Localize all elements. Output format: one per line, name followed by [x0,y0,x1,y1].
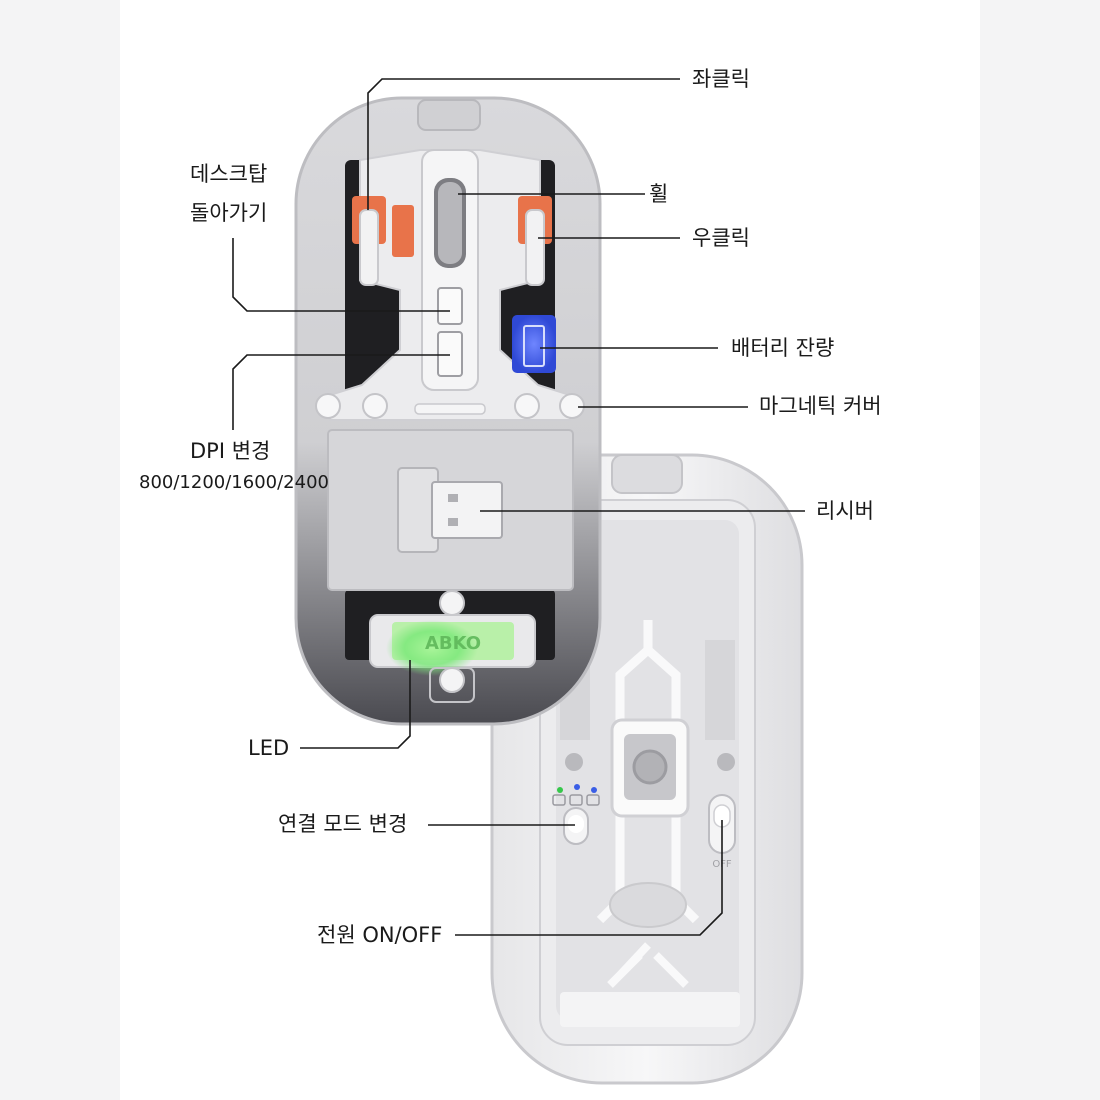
callout-lines [232,78,805,936]
label-connection-mode: 연결 모드 변경 [278,812,408,836]
label-desktop-line2: 돌아가기 [190,201,268,225]
callout-dpi [232,354,450,430]
label-magnetic-cover: 마그네틱 커버 [759,394,882,418]
label-power: 전원 ON/OFF [317,923,443,947]
label-dpi-values: 800/1200/1600/2400 [139,472,329,493]
label-right-click: 우클릭 [692,226,750,250]
callout-desktop [232,238,450,312]
callout-power [455,820,723,936]
label-battery: 배터리 잔량 [731,336,835,360]
label-dpi-title: DPI 변경 [190,439,271,463]
label-left-click: 좌클릭 [692,67,750,91]
mouse-top-view: ABKO [294,96,602,726]
callout-led [300,660,411,749]
label-receiver: 리시버 [816,499,874,523]
led-glow-icon [386,620,478,676]
battery-level-icon [512,315,556,373]
usb-receiver-icon [397,467,503,553]
mouse-bottom-view: OFF [490,453,804,1085]
callout-left-click [367,78,680,210]
label-wheel: 휠 [649,182,669,206]
label-desktop-line1: 데스크탑 [190,162,268,186]
label-led: LED [248,736,290,760]
abko-logo: ABKO [425,633,481,654]
